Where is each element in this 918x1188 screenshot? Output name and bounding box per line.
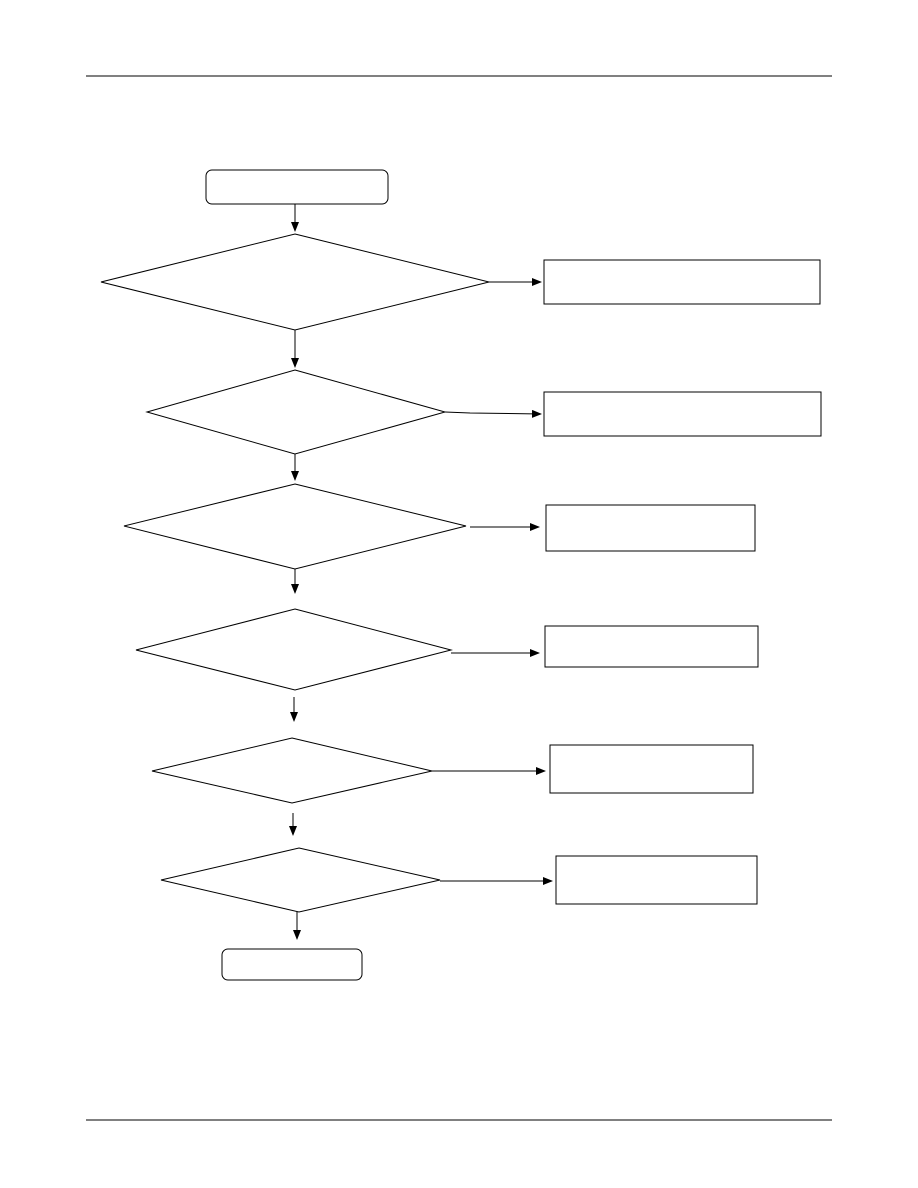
connector-decision-2-to-action-2	[444, 409, 542, 418]
action-1	[543, 259, 821, 305]
decision-5	[151, 737, 433, 804]
decision-4	[135, 608, 453, 691]
start-terminator	[205, 169, 389, 205]
action-3	[545, 504, 756, 552]
action-6	[555, 855, 758, 905]
decision-3	[123, 483, 467, 570]
decision-6	[160, 847, 441, 913]
decision-1	[100, 233, 490, 331]
end-terminator	[221, 948, 363, 981]
action-5	[549, 744, 754, 794]
decision-2	[145, 369, 447, 455]
action-2	[543, 391, 822, 437]
action-4	[544, 625, 759, 668]
